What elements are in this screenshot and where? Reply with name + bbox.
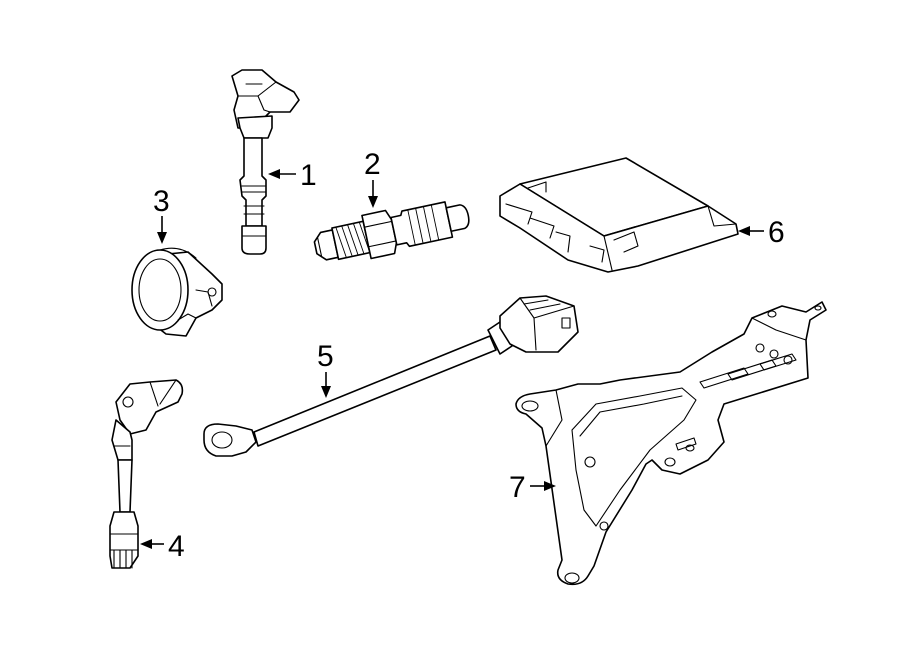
- leader-4: [140, 539, 164, 549]
- leader-2: [368, 180, 378, 208]
- callout-2: 2: [364, 148, 381, 181]
- callout-1: 1: [300, 159, 317, 192]
- spark-plug[interactable]: [311, 194, 473, 269]
- sensor-harness[interactable]: [203, 295, 579, 457]
- callout-5: 5: [317, 340, 334, 373]
- callout-3: 3: [153, 185, 170, 218]
- leader-5: [321, 372, 331, 398]
- leader-7: [530, 481, 556, 491]
- leader-3: [157, 216, 167, 244]
- ignition-coil[interactable]: [231, 69, 300, 255]
- callout-4: 4: [168, 530, 185, 563]
- mounting-bracket[interactable]: [515, 301, 827, 586]
- control-module[interactable]: [499, 157, 739, 273]
- leader-6: [738, 226, 764, 236]
- crankshaft-sensor[interactable]: [109, 379, 184, 569]
- leader-1: [268, 169, 296, 179]
- callout-7: 7: [509, 471, 526, 504]
- knock-sensor[interactable]: [131, 247, 223, 337]
- callout-6: 6: [768, 216, 785, 249]
